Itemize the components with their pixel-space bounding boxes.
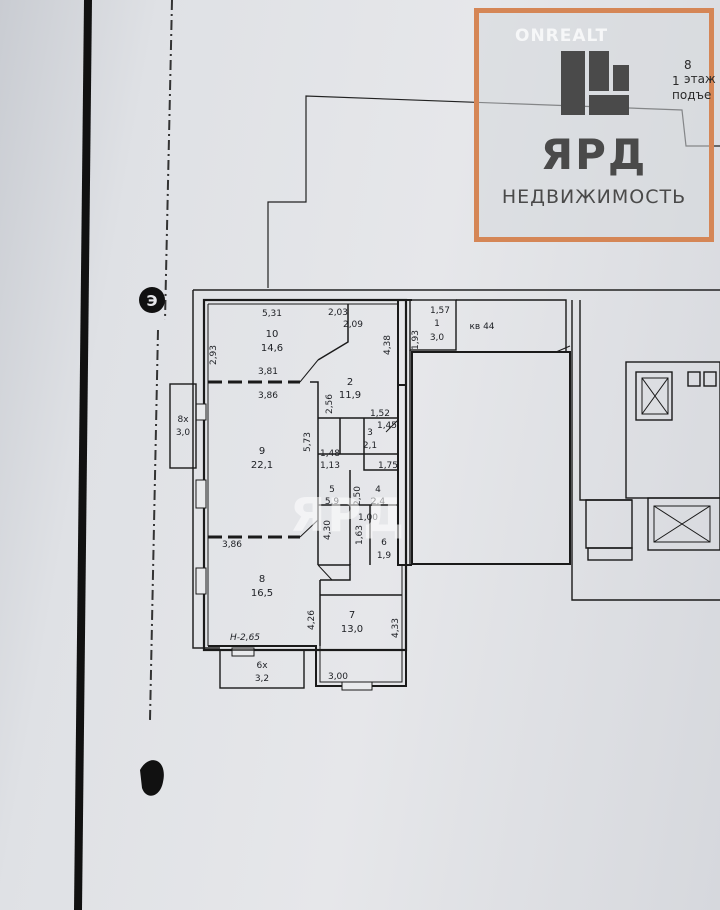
dimension-label: 1,45	[377, 421, 397, 431]
dimension-label: 1,57	[430, 306, 450, 316]
balcony-area: 3,0	[176, 428, 191, 438]
room-area: 1,9	[377, 551, 392, 561]
room-number: 8	[259, 574, 265, 585]
room-area: 5,9	[325, 497, 340, 507]
balcony-number: 8х	[177, 415, 189, 425]
axis-marker-label: Э	[146, 292, 157, 310]
agency-watermark-logo: ONREALT 8 этаж 1 подъе ЯРД НЕДВИЖИМОСТЬ	[474, 8, 716, 242]
room-area: 2,1	[363, 441, 377, 451]
room-number: 9	[259, 446, 265, 457]
axis-line-upper	[164, 0, 173, 321]
neighbor-apartment-label: кв 44	[469, 322, 494, 332]
dimension-label: 3,86	[258, 391, 278, 401]
room-number: 1	[434, 319, 440, 329]
dimension-label: 3,81	[258, 367, 278, 377]
floor-note-fragment: 8 этаж	[684, 58, 716, 86]
outer-wall-left	[192, 290, 220, 649]
page-edge-line	[74, 0, 92, 910]
apartment-walls	[202, 298, 412, 687]
brand-name: ЯРД	[540, 130, 648, 179]
dimension-label: 4,38	[383, 335, 393, 355]
dimension-label: 1,48	[320, 449, 340, 459]
axis-line-lower	[149, 329, 159, 721]
dimension-label: 4,30	[323, 520, 333, 540]
balconies	[169, 383, 305, 689]
dimension-label: 2,03	[328, 308, 348, 318]
dimension-label: 1,13	[320, 461, 340, 471]
room-number: 2	[347, 377, 353, 388]
room-number: 6	[381, 538, 387, 548]
room-number: 5	[329, 485, 335, 495]
axis-markers: Э	[139, 287, 165, 796]
dimension-labels: 5,31 2,03 2,09 2,93 3,81 3,86 4,38 1,57 …	[209, 306, 495, 682]
room-area: 16,5	[251, 588, 273, 599]
room-labels: 10 14,6 2 11,9 9 22,1 3 2,1 4 2,4 5 5,9 …	[176, 319, 445, 684]
elevator-shafts	[641, 377, 711, 543]
dimension-label: 3,00	[328, 672, 348, 682]
dimension-label: 5,73	[303, 432, 313, 452]
room-number: 3	[367, 428, 373, 438]
dimension-label: 4,33	[391, 618, 401, 638]
room-area: 14,6	[261, 343, 283, 354]
dimension-label: 1,93	[411, 330, 421, 350]
room-area: 11,9	[339, 390, 361, 401]
dimension-label: 1,63	[355, 525, 365, 545]
center-watermark: ЯРД	[290, 488, 407, 542]
room-area: 3,0	[430, 333, 445, 343]
balcony-number: 6х	[256, 661, 268, 671]
interior-walls	[208, 304, 402, 646]
room-area: 13,0	[341, 624, 363, 635]
doors	[299, 345, 571, 581]
dimension-label: 2,56	[325, 394, 335, 414]
dimension-label: 5,31	[262, 309, 282, 319]
room-area: 2,4	[371, 497, 386, 507]
entrance-note-fragment: 1 подъе	[672, 74, 712, 102]
dimension-label: 1,75	[378, 461, 398, 471]
ceiling-height-label: Н-2,65	[230, 633, 260, 643]
balcony-area: 3,2	[255, 674, 269, 684]
dimension-label: 2,50	[353, 486, 363, 506]
dimension-label: 3,86	[222, 540, 242, 550]
room-number: 7	[349, 610, 355, 621]
dimension-label: 1,00	[358, 513, 378, 523]
site-watermark-text: ONREALT	[515, 26, 609, 46]
brand-tagline: НЕДВИЖИМОСТЬ	[501, 186, 687, 208]
dimension-label: 4,26	[307, 610, 317, 630]
dimension-label: 2,93	[209, 345, 219, 365]
dimension-label: 1,52	[370, 409, 390, 419]
building-logo-icon	[561, 51, 629, 115]
dimension-label: 2,09	[343, 320, 363, 330]
room-number: 4	[375, 485, 381, 495]
room-area: 22,1	[251, 460, 273, 471]
room-number: 10	[266, 329, 279, 340]
common-area-walls	[409, 299, 720, 601]
